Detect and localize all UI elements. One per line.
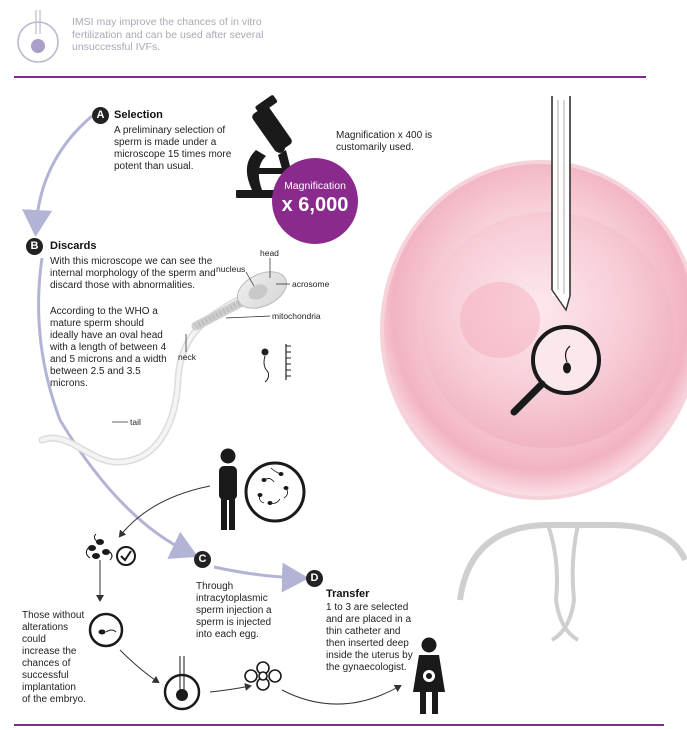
label-head: head	[260, 248, 279, 258]
step-a-badge: A	[92, 107, 109, 124]
sperm-cluster-icon	[85, 533, 113, 561]
pipette-icon	[551, 96, 571, 312]
embryo-icon	[244, 661, 282, 691]
check-icon	[116, 546, 136, 566]
woman-icon	[413, 637, 445, 714]
step-a-text: A preliminary selection of sperm is made…	[114, 125, 232, 172]
injected-egg-icon	[163, 656, 201, 711]
microscope-icon	[236, 95, 296, 198]
sperm-sample-circle	[244, 461, 306, 523]
single-sperm-icon	[88, 612, 124, 648]
step-d-title: Transfer	[326, 588, 370, 600]
label-acrosome: acrosome	[292, 279, 330, 289]
step-b-title: Discards	[50, 240, 97, 252]
top-divider	[14, 76, 646, 78]
magnification-value: x 6,000	[281, 194, 349, 216]
intro-egg-icon	[17, 10, 59, 63]
man-icon	[219, 448, 237, 530]
step-b-badge: B	[26, 238, 43, 255]
arrow-b-to-c	[37, 257, 199, 559]
sperm-diagram	[38, 271, 288, 466]
outcome-text: Those without alterations could increase…	[22, 610, 86, 705]
step-d-badge: D	[306, 570, 323, 587]
ruler-sperm-icon	[261, 344, 291, 383]
intro-text: IMSI may improve the chances of in vitro…	[72, 16, 264, 53]
step-b-text-2: According to the WHO a mature sperm shou…	[50, 306, 167, 389]
arrow-a-to-b	[22, 114, 93, 237]
label-tail: tail	[130, 417, 141, 427]
arrow-c-to-d	[213, 562, 309, 593]
uterus-outline	[457, 522, 687, 642]
bottom-divider	[14, 724, 664, 726]
egg-illustration	[380, 160, 687, 500]
magnifier-icon	[510, 325, 601, 416]
step-c-text: Through intracytoplasmic sperm injection…	[196, 581, 272, 640]
step-d-text: 1 to 3 are selected and are placed in a …	[326, 602, 413, 673]
step-a-title: Selection	[114, 109, 163, 121]
label-mitochondria: mitochondria	[272, 311, 321, 321]
label-neck: neck	[178, 352, 196, 362]
magnification-badge: Magnification x 6,000	[272, 158, 358, 244]
step-b-text-1: With this microscope we can see the inte…	[50, 256, 216, 291]
magnification-note: Magnification x 400 is customarily used.	[336, 130, 433, 153]
step-c-badge: C	[194, 551, 211, 568]
magnification-label: Magnification	[284, 180, 346, 192]
label-nucleus: nucleus	[216, 264, 246, 274]
